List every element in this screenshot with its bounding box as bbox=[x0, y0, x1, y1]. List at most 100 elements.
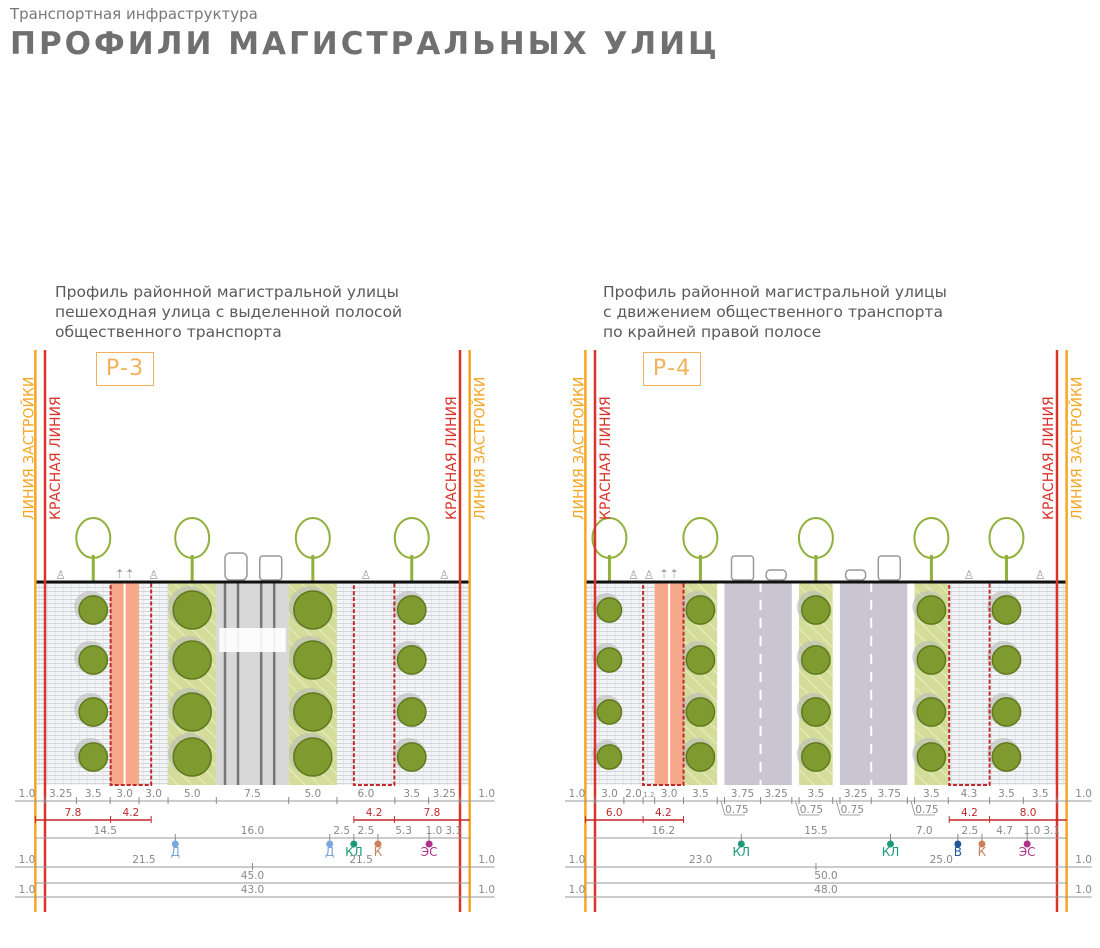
dimension-label: 4.2 bbox=[366, 807, 383, 819]
dimension-label: 4.7 bbox=[996, 825, 1013, 837]
utility-marker-icon bbox=[425, 840, 433, 848]
tree-elevation-icon bbox=[591, 517, 628, 559]
tree-crown-icon bbox=[991, 697, 1022, 727]
leader-line bbox=[910, 800, 935, 816]
tree-crown-icon bbox=[991, 595, 1022, 625]
dimension-label: 5.3 bbox=[395, 825, 412, 837]
tree-elevation-icon bbox=[174, 517, 211, 559]
dimension-label: 3.1 bbox=[445, 825, 462, 837]
dimension-label: 16.0 bbox=[241, 825, 264, 837]
tree-crown-icon bbox=[293, 640, 333, 680]
tree-crown-icon bbox=[800, 595, 831, 625]
tree-elevation-icon bbox=[913, 517, 950, 559]
tree-crown-icon bbox=[916, 645, 947, 675]
dimension-label: 21.5 bbox=[349, 854, 372, 866]
dimension-label: 1.0 bbox=[1075, 884, 1092, 896]
dimension-label: 3.0 bbox=[601, 788, 618, 800]
pedestrian-icon: ♙ bbox=[1035, 568, 1046, 582]
dimension-label: 1.0 bbox=[19, 884, 36, 896]
dimension-label: 8.0 bbox=[1020, 807, 1037, 819]
tree-elevation-icon bbox=[294, 517, 331, 559]
tree-crown-icon bbox=[78, 697, 109, 727]
dimension-label: 2.5 bbox=[333, 825, 350, 837]
dimension-label: 3.25 bbox=[844, 788, 867, 800]
building-line-label: ЛИНИЯ ЗАСТРОЙКИ bbox=[569, 377, 587, 520]
dimension-label: 7.0 bbox=[916, 825, 933, 837]
utility-marker-icon bbox=[978, 840, 986, 848]
profile-caption-p4: Профиль районной магистральной улицы с д… bbox=[603, 282, 947, 342]
bus-icon bbox=[258, 555, 283, 581]
caption-line: общественного транспорта bbox=[55, 323, 282, 341]
utility-marker-icon bbox=[1023, 840, 1031, 848]
section-kicker: Транспортная инфраструктура bbox=[10, 5, 258, 23]
tree-crown-icon bbox=[293, 737, 333, 777]
dimension-label: 3.0 bbox=[145, 788, 162, 800]
dimension-label: 3.5 bbox=[403, 788, 420, 800]
dimension-label: 1.0 bbox=[19, 788, 36, 800]
tree-crown-icon bbox=[991, 645, 1022, 675]
tree-crown-icon bbox=[991, 742, 1022, 772]
dimension-label: 3.5 bbox=[692, 788, 709, 800]
tree-crown-icon bbox=[685, 697, 716, 727]
dimension-label: 4.2 bbox=[961, 807, 978, 819]
dimension-label: 1.0 bbox=[1075, 854, 1092, 866]
dimension-label: 3.0 bbox=[661, 788, 678, 800]
caption-line: Профиль районной магистральной улицы bbox=[55, 283, 399, 301]
leader-line bbox=[720, 800, 745, 816]
utility-label: В bbox=[954, 845, 962, 859]
caption-line: по крайней правой полосе bbox=[603, 323, 822, 341]
dimension-label: 14.5 bbox=[94, 825, 117, 837]
dimension-label: 1.0 bbox=[1075, 788, 1092, 800]
caption-line: с движением общественного транспорта bbox=[603, 303, 943, 321]
crosswalk bbox=[219, 628, 286, 652]
tree-crown-icon bbox=[396, 595, 427, 625]
tree-elevation-icon bbox=[75, 517, 112, 559]
dimension-label: 3.25 bbox=[49, 788, 72, 800]
tree-elevation-icon bbox=[393, 517, 430, 559]
utility-marker-icon bbox=[886, 840, 894, 848]
car-icon bbox=[844, 569, 867, 581]
pedestrian-icon: ♙ bbox=[644, 568, 655, 582]
dimension-label: 1.2 bbox=[643, 791, 654, 799]
dimension-label: 23.0 bbox=[689, 854, 712, 866]
dimension-label: 4.3 bbox=[961, 788, 978, 800]
red-line-label: КРАСНАЯ ЛИНИЯ bbox=[48, 396, 64, 520]
dimension-label: 45.0 bbox=[241, 870, 264, 882]
road-lane bbox=[760, 582, 792, 785]
profile-badge-p4: Р-4 bbox=[643, 352, 701, 386]
tree-elevation-icon bbox=[797, 517, 834, 559]
bike-lane-arrows-icon: ⇡⇡ bbox=[659, 567, 679, 581]
pedestrian-icon: ♙ bbox=[55, 568, 66, 582]
dimension-label: 3.5 bbox=[808, 788, 825, 800]
dimension-label: 3.1 bbox=[1043, 825, 1060, 837]
building-line-label: ЛИНИЯ ЗАСТРОЙКИ bbox=[1068, 377, 1086, 520]
dimension-label: 43.0 bbox=[241, 884, 264, 896]
dimension-label: 2.0 bbox=[625, 788, 642, 800]
utility-marker-icon bbox=[171, 840, 179, 848]
car-icon bbox=[765, 569, 787, 581]
tree-crown-icon bbox=[800, 645, 831, 675]
utility-marker-icon bbox=[737, 840, 745, 848]
utility-label: Д bbox=[325, 845, 334, 859]
dimension-label: 3.25 bbox=[433, 788, 456, 800]
red-line-label: КРАСНАЯ ЛИНИЯ bbox=[444, 396, 460, 520]
dimension-label: 1.0 bbox=[19, 854, 36, 866]
tree-crown-icon bbox=[172, 640, 212, 680]
pedestrian-icon: ♙ bbox=[628, 568, 639, 582]
dimension-label: 15.5 bbox=[804, 825, 827, 837]
utility-marker-icon bbox=[374, 840, 382, 848]
dimension-label: 0.75 bbox=[915, 804, 938, 816]
dimension-label: 0.75 bbox=[841, 804, 864, 816]
utility-marker-icon bbox=[954, 840, 962, 848]
profile-badge-p3: Р-3 bbox=[96, 352, 154, 386]
caption-line: пешеходная улица с выделенной полосой bbox=[55, 303, 403, 321]
dimension-label: 5.0 bbox=[304, 788, 321, 800]
tree-crown-icon bbox=[685, 595, 716, 625]
bus-icon bbox=[877, 555, 902, 581]
utility-label: КЛ bbox=[345, 845, 363, 859]
dimension-label: 4.2 bbox=[655, 807, 672, 819]
tree-crown-icon bbox=[685, 742, 716, 772]
tree-crown-icon bbox=[396, 742, 427, 772]
building-line-label: ЛИНИЯ ЗАСТРОЙКИ bbox=[19, 377, 37, 520]
